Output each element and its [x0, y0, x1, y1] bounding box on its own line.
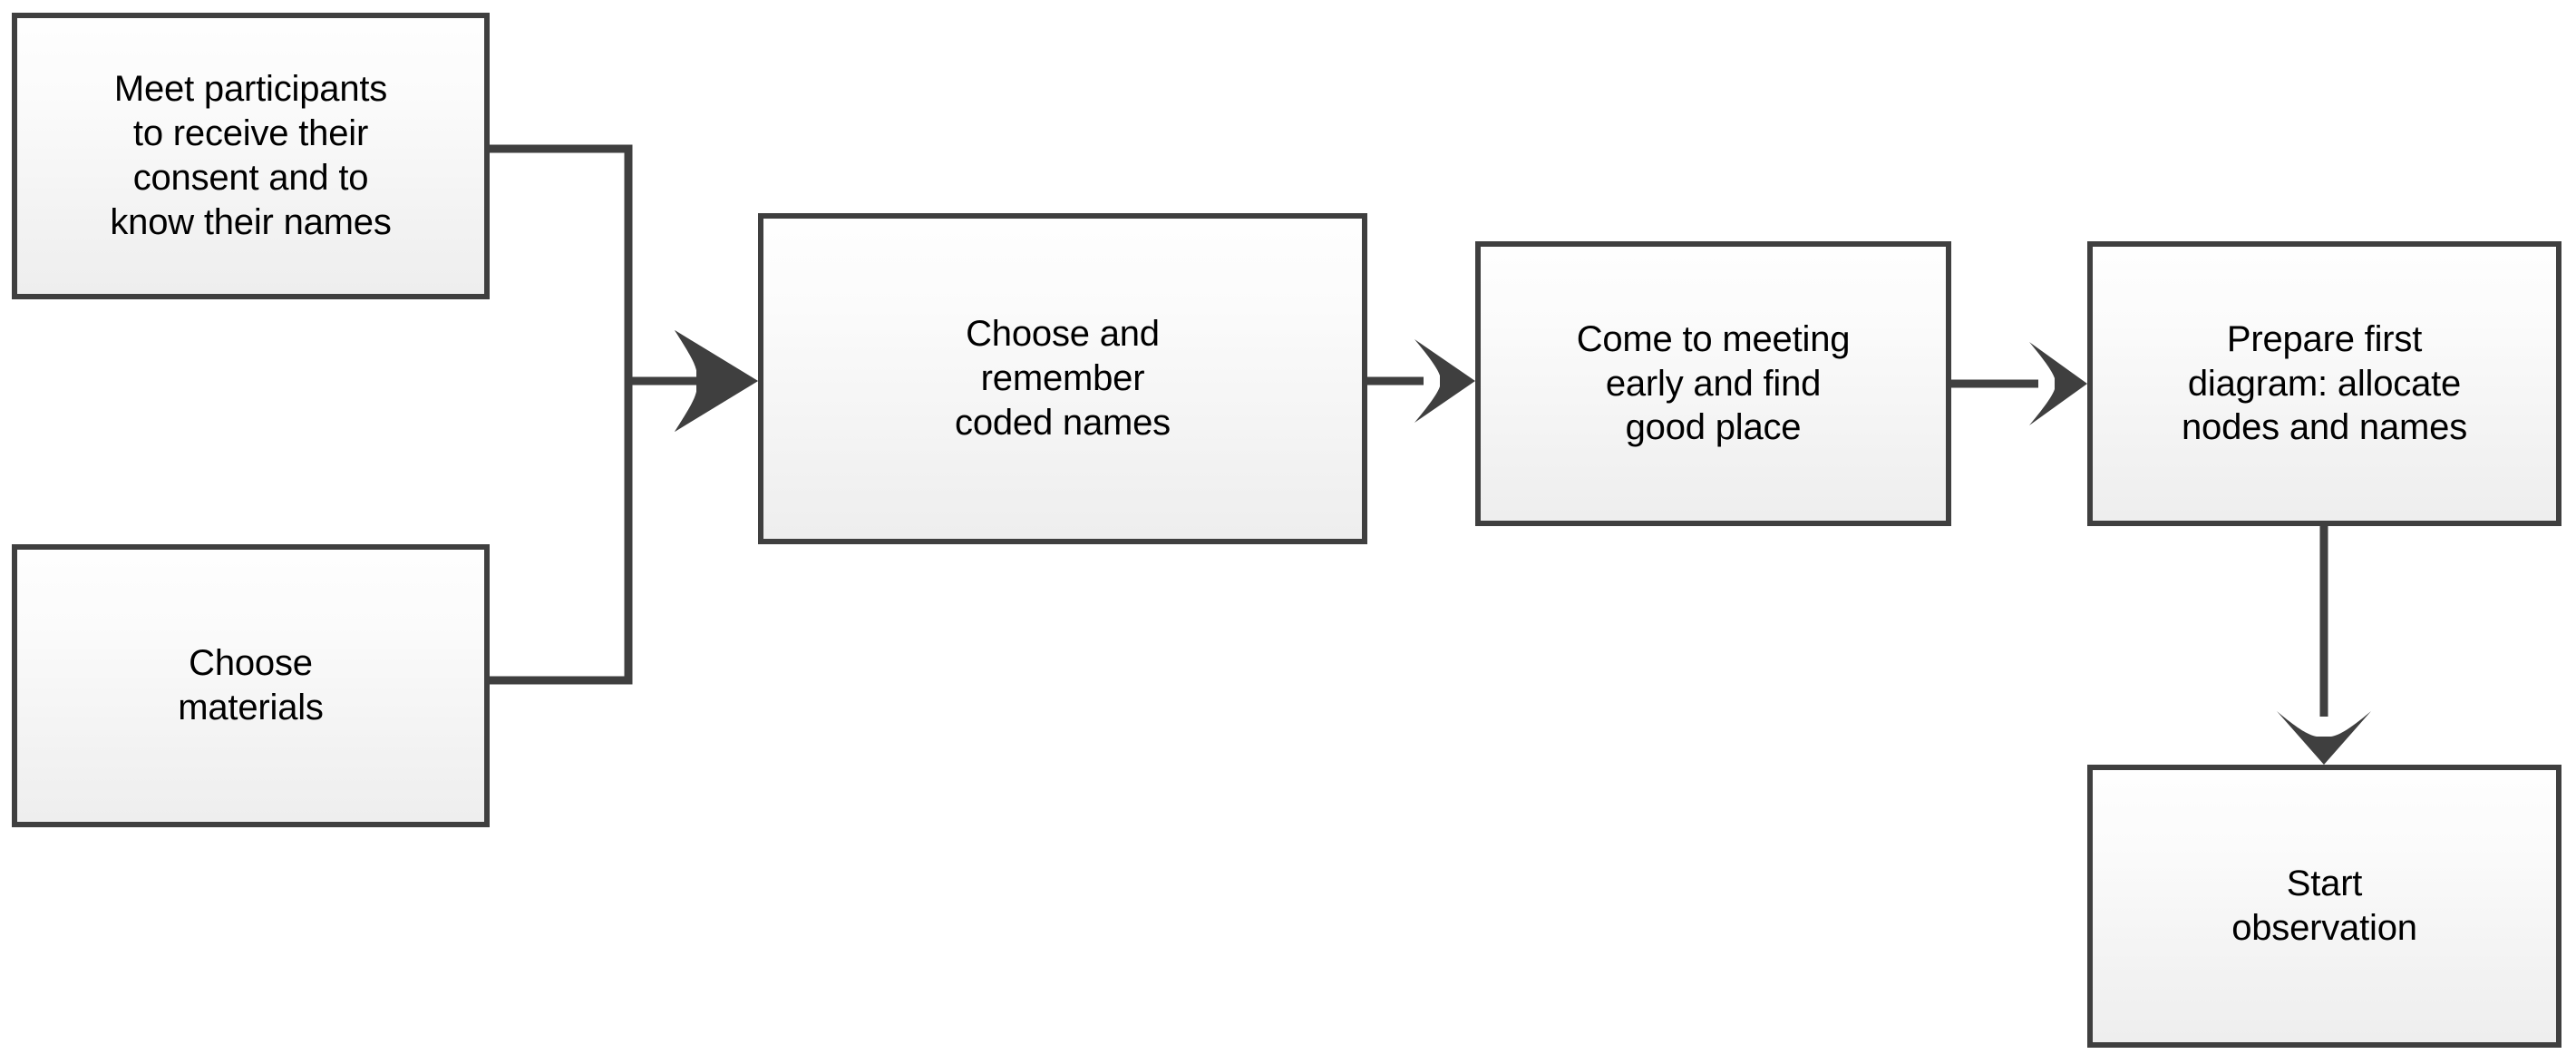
- edge-early-to-prepare: [1951, 342, 2087, 425]
- edge-coded-to-early: [1367, 339, 1475, 423]
- node-start-observation[interactable]: Start observation: [2087, 765, 2561, 1048]
- node-choose-materials[interactable]: Choose materials: [12, 544, 490, 827]
- edge-meet-to-coded: [490, 144, 633, 381]
- node-choose-and-remember-coded-names[interactable]: Choose and remember coded names: [758, 213, 1367, 544]
- merged-double-arrow-to-coded-names: [628, 330, 758, 432]
- node-meet-participants[interactable]: Meet participants to receive their conse…: [12, 13, 490, 299]
- edge-materials-to-coded: [490, 381, 633, 685]
- edge-prepare-to-start: [2277, 526, 2371, 765]
- node-prepare-first-diagram[interactable]: Prepare first diagram: allocate nodes an…: [2087, 241, 2561, 526]
- node-come-to-meeting-early[interactable]: Come to meeting early and find good plac…: [1475, 241, 1951, 526]
